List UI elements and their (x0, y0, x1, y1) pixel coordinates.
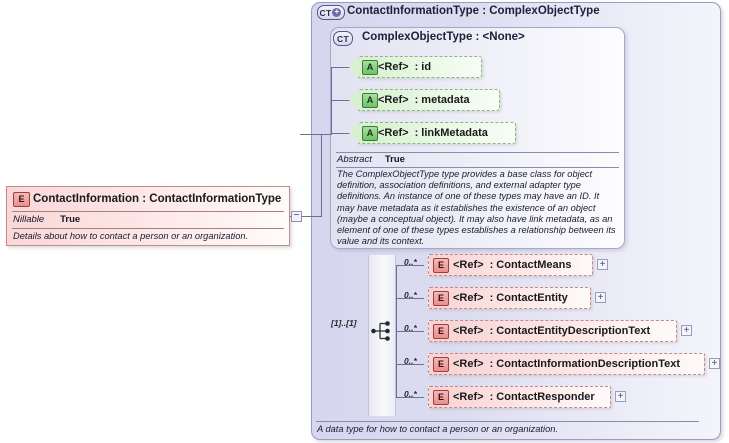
sequence-compositor-icon[interactable] (371, 320, 393, 342)
complex-type-title-inner: ComplexObjectType : <None> (362, 31, 525, 43)
attribute-badge-icon: A (362, 60, 378, 75)
element-expand-button[interactable]: + (597, 259, 608, 270)
element-row-contactresponder[interactable]: E <Ref> : ContactResponder (428, 386, 611, 408)
element-cardinality-label: 0..* (404, 290, 417, 300)
outer-panel-footer: A data type for how to contact a person … (316, 421, 699, 435)
outer-panel-documentation-text: A data type for how to contact a person … (317, 424, 559, 434)
element-branch-4 (396, 364, 424, 365)
element-ref-label: <Ref> (453, 325, 484, 337)
root-element-header: E ContactInformation : ContactInformatio… (7, 187, 289, 211)
attribute-name-label: : id (414, 61, 432, 73)
element-expand-button[interactable]: + (615, 391, 626, 402)
element-cardinality-label: 0..* (404, 323, 417, 333)
attribute-ref-label: <Ref> (378, 127, 409, 139)
element-ref-label: <Ref> (453, 358, 484, 370)
nillable-value: True (60, 214, 81, 225)
element-ref-label: <Ref> (453, 292, 484, 304)
attribute-branch-1 (331, 67, 353, 68)
sequence-cardinality-label: [1]..[1] (331, 318, 357, 328)
root-connector-line-right (302, 216, 322, 217)
element-cardinality-label: 0..* (404, 389, 417, 399)
element-name-label: : ContactInformationDescriptionText (489, 358, 681, 370)
attribute-row-linkmetadata[interactable]: A <Ref> : linkMetadata (349, 122, 516, 144)
element-badge-icon: E (433, 291, 449, 306)
attribute-ref-label: <Ref> (378, 94, 409, 106)
attribute-branch-3 (331, 133, 353, 134)
attribute-branch-2 (331, 100, 353, 101)
element-ref-label: <Ref> (453, 259, 484, 271)
element-badge-icon: E (13, 192, 30, 207)
complex-type-badge-outer-label: CT (319, 7, 332, 18)
complex-type-badge-inner[interactable]: CT (333, 31, 353, 46)
element-branch-5 (396, 397, 424, 398)
attribute-ref-label: <Ref> (378, 61, 409, 73)
element-branch-1 (396, 265, 424, 266)
nillable-key: Nillable (13, 214, 45, 225)
element-name-label: : ContactEntityDescriptionText (489, 325, 651, 337)
divider (336, 167, 619, 168)
divider (316, 421, 699, 422)
complex-type-badge-outer[interactable]: CT + (317, 5, 345, 20)
element-name-label: : ContactMeans (489, 259, 572, 271)
element-expand-button[interactable]: + (595, 292, 606, 303)
divider (12, 228, 284, 229)
element-branch-2 (396, 298, 424, 299)
element-row-contactinformationdescriptiontext[interactable]: E <Ref> : ContactInformationDescriptionT… (428, 353, 705, 375)
root-element-documentation-text: Details about how to contact a person or… (13, 231, 249, 241)
attribute-badge-icon: A (362, 93, 378, 108)
element-branch-3 (396, 331, 424, 332)
element-badge-icon: E (433, 357, 449, 372)
element-row-contactentitydescriptiontext[interactable]: E <Ref> : ContactEntityDescriptionText (428, 320, 677, 342)
abstract-key: Abstract (337, 154, 372, 165)
root-element-box[interactable]: E ContactInformation : ContactInformatio… (6, 186, 290, 246)
element-ref-label: <Ref> (453, 391, 484, 403)
attribute-name-label: : metadata (414, 94, 470, 106)
element-badge-icon: E (433, 258, 449, 273)
collapse-toggle-button[interactable]: − (291, 211, 302, 222)
abstract-value: True (384, 154, 405, 165)
divider (336, 152, 619, 153)
attribute-badge-icon: A (362, 126, 378, 141)
expand-plus-icon[interactable]: + (332, 8, 342, 17)
abstract-row: Abstract True (336, 153, 619, 167)
element-expand-button[interactable]: + (709, 358, 720, 369)
attribute-row-metadata[interactable]: A <Ref> : metadata (349, 89, 500, 111)
attribute-name-label: : linkMetadata (414, 127, 488, 139)
element-row-contactmeans[interactable]: E <Ref> : ContactMeans (428, 254, 593, 276)
inner-panel-documentation-text: The ComplexObjectType type provides a ba… (337, 169, 616, 247)
attribute-row-id[interactable]: A <Ref> : id (349, 56, 482, 78)
element-cardinality-label: 0..* (404, 257, 417, 267)
complex-type-title-outer: ContactInformationType : ComplexObjectTy… (347, 5, 600, 17)
attribute-tree-inlet (300, 134, 332, 135)
element-name-label: : ContactEntity (489, 292, 568, 304)
element-expand-button[interactable]: + (681, 325, 692, 336)
element-badge-icon: E (433, 324, 449, 339)
root-element-title: ContactInformation : ContactInformationT… (33, 193, 282, 205)
divider (12, 211, 284, 212)
element-row-contactentity[interactable]: E <Ref> : ContactEntity (428, 287, 591, 309)
root-connector-riser (321, 134, 322, 217)
nillable-row: Nillable True (7, 212, 289, 228)
element-name-label: : ContactResponder (489, 391, 595, 403)
element-cardinality-label: 0..* (404, 356, 417, 366)
sequence-compositor-band (368, 255, 396, 416)
inner-panel-documentation-block: Abstract True The ComplexObjectType type… (336, 152, 619, 247)
element-badge-icon: E (433, 390, 449, 405)
complex-type-badge-inner-label: CT (337, 33, 349, 44)
